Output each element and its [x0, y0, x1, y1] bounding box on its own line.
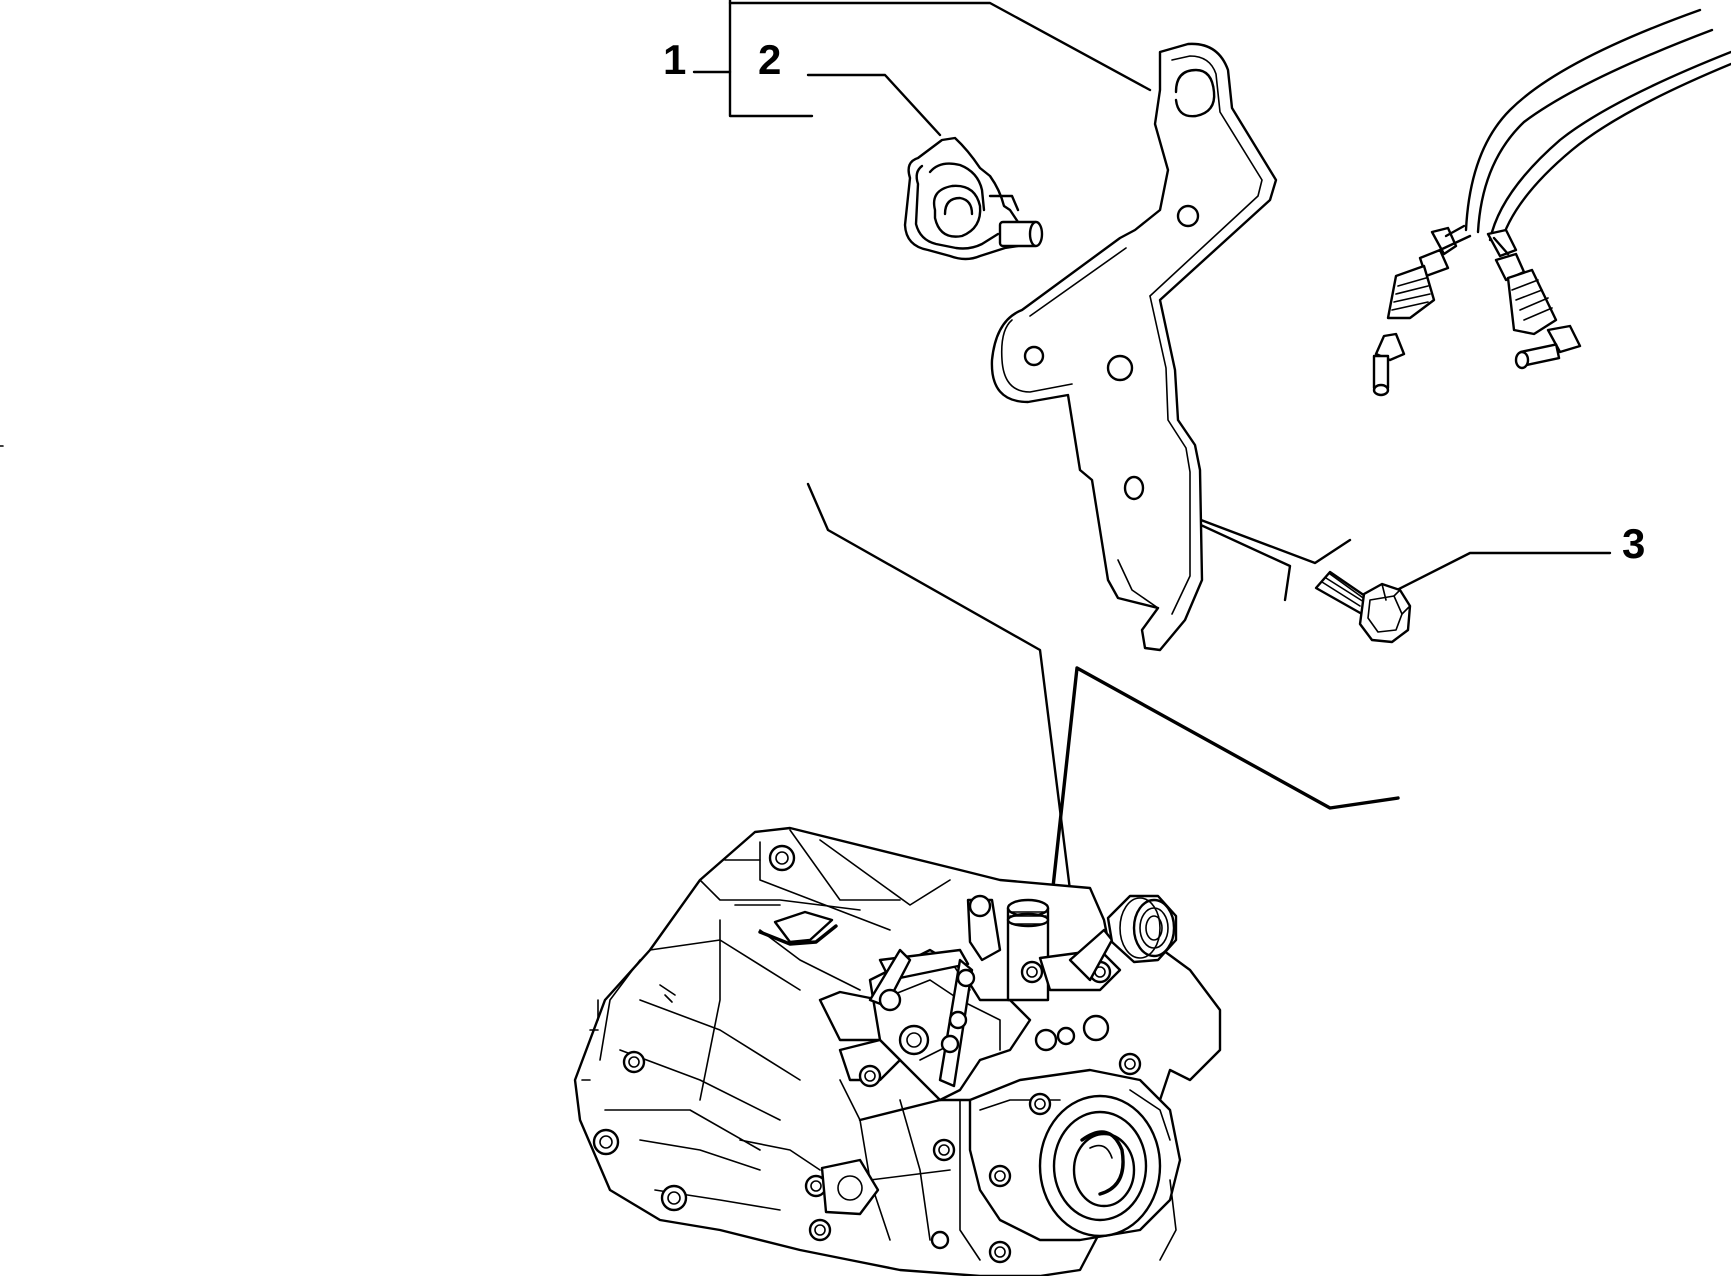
shift-cables — [1372, 8, 1731, 397]
cable-clip — [903, 136, 1044, 261]
callout-3: 3 — [1622, 520, 1645, 567]
callout-1: 1 — [663, 36, 686, 83]
callout-2: 2 — [758, 36, 781, 83]
flange-bolt — [1314, 570, 1412, 644]
gearbox-assembly — [573, 826, 1222, 1276]
bracket-assembly — [990, 42, 1278, 652]
